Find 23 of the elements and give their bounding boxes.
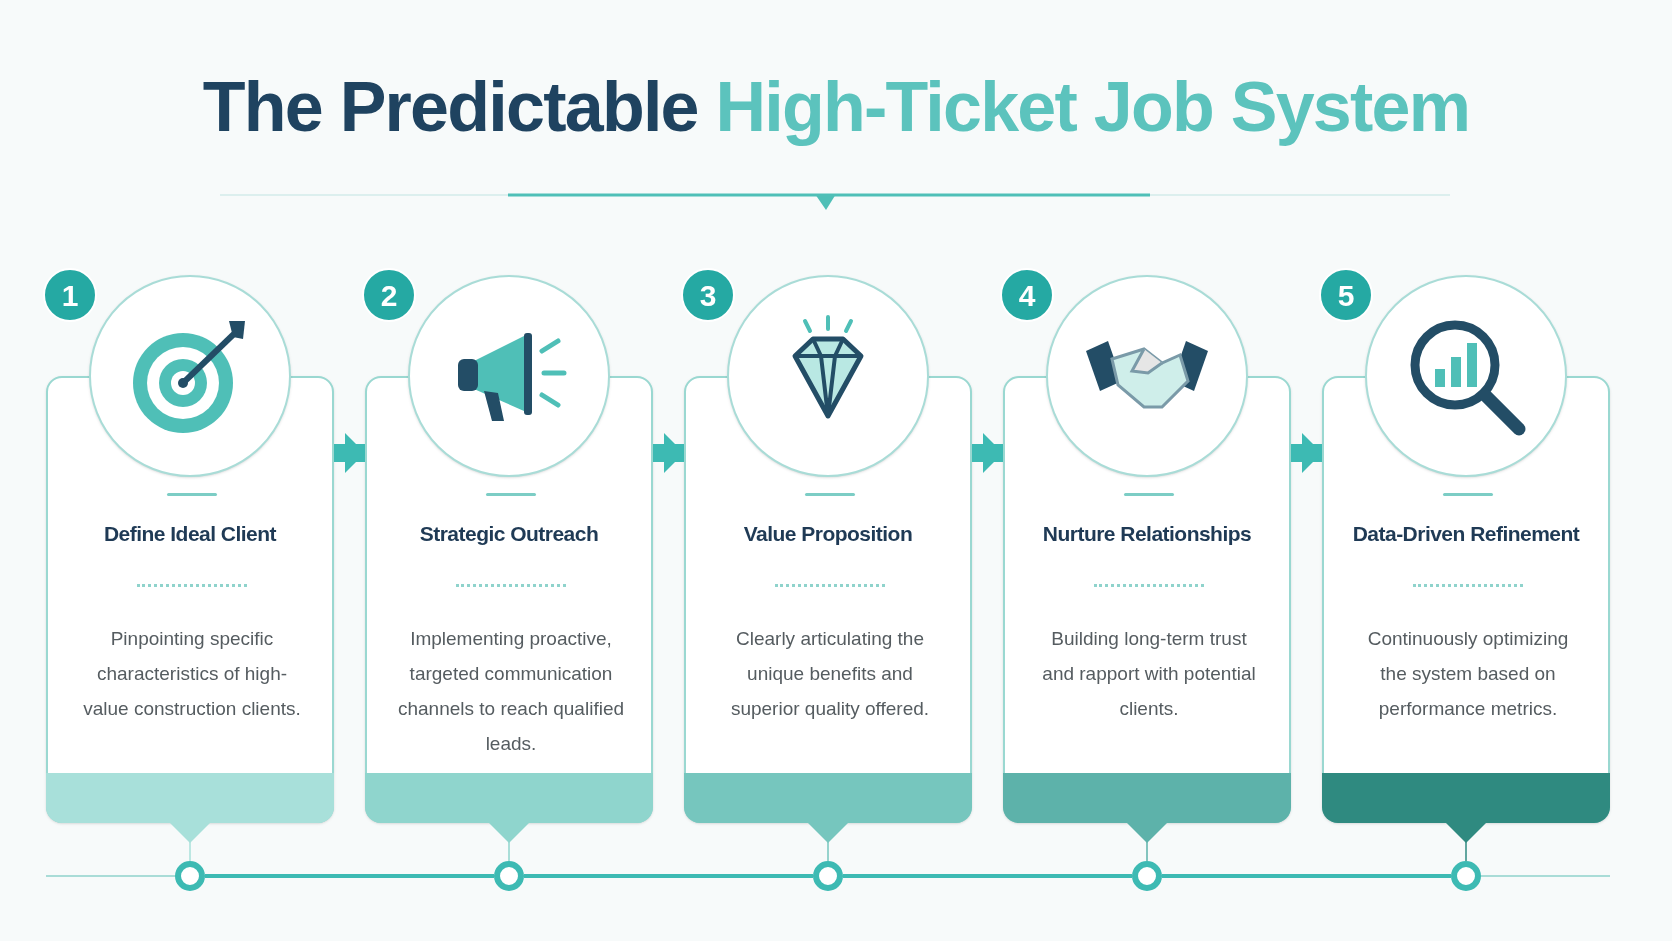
step-heading: Define Ideal Client [102, 521, 278, 547]
arrow [653, 433, 684, 473]
step-description: Building long-term trust and rapport with potential clients. [1041, 627, 1257, 721]
arrow [972, 433, 1003, 473]
arrow [334, 433, 365, 473]
timeline-line [524, 874, 813, 878]
step-heading: Strategic Outreach [418, 521, 600, 547]
timeline-line [1162, 874, 1451, 878]
step-heading: Nurture Relationships [1041, 521, 1253, 547]
timeline-line [205, 874, 494, 878]
step-heading: Data-Driven Refinement [1351, 521, 1581, 547]
step-description: Clearly articulating the unique benefits and superior quality offered. [729, 627, 931, 721]
step-description: Implementing proactive, targeted communication channels to reach qualified leads. [396, 627, 625, 756]
step-number-badge: 1 [43, 268, 97, 322]
timeline-line [843, 874, 1132, 878]
step-description: Continuously optimizing the system based on performance metrics. [1366, 627, 1570, 721]
step-description: Pinpointing specific characteristics of high-value construction clients. [82, 627, 302, 721]
step-heading: Value Proposition [742, 521, 914, 547]
step-number-badge: 3 [681, 268, 735, 322]
step-number-badge: 2 [362, 268, 416, 322]
arrow [1291, 433, 1322, 473]
step-number-badge: 5 [1319, 268, 1373, 322]
step-number-badge: 4 [1000, 268, 1054, 322]
